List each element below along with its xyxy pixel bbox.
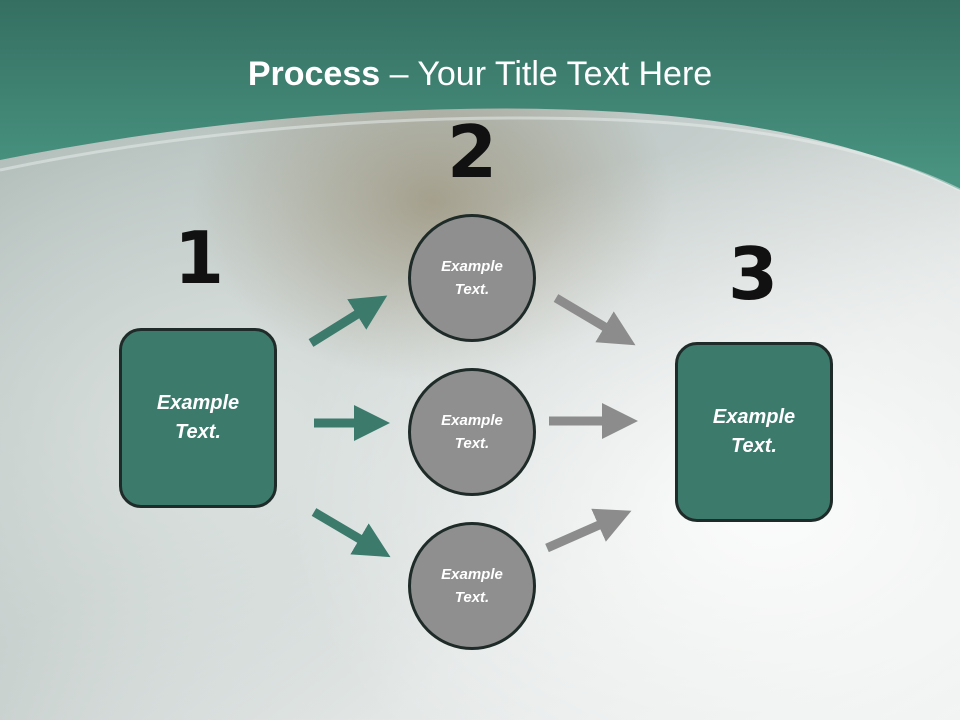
step-number-2: 2: [446, 110, 498, 194]
step-1-label: Example Text.: [156, 392, 240, 443]
title-rest: – Your Title Text Here: [380, 55, 713, 93]
step-3-label: Example Text.: [712, 406, 796, 457]
step-1-box: Example Text.: [119, 328, 277, 508]
title-bold: Process: [247, 55, 381, 93]
step-number-3: 3: [727, 232, 779, 316]
middle-node-bottom: Example Text.: [408, 522, 536, 650]
step-3-box: Example Text.: [675, 342, 833, 522]
middle-node-center: Example Text.: [408, 368, 536, 496]
step-number-1: 1: [173, 216, 225, 300]
middle-node-center-label: Example Text.: [441, 412, 503, 452]
slide-title: Process – Your Title Text Here: [0, 52, 960, 96]
middle-node-top: Example Text.: [408, 214, 536, 342]
middle-node-bottom-label: Example Text.: [441, 566, 503, 606]
middle-node-top-label: Example Text.: [441, 258, 503, 298]
